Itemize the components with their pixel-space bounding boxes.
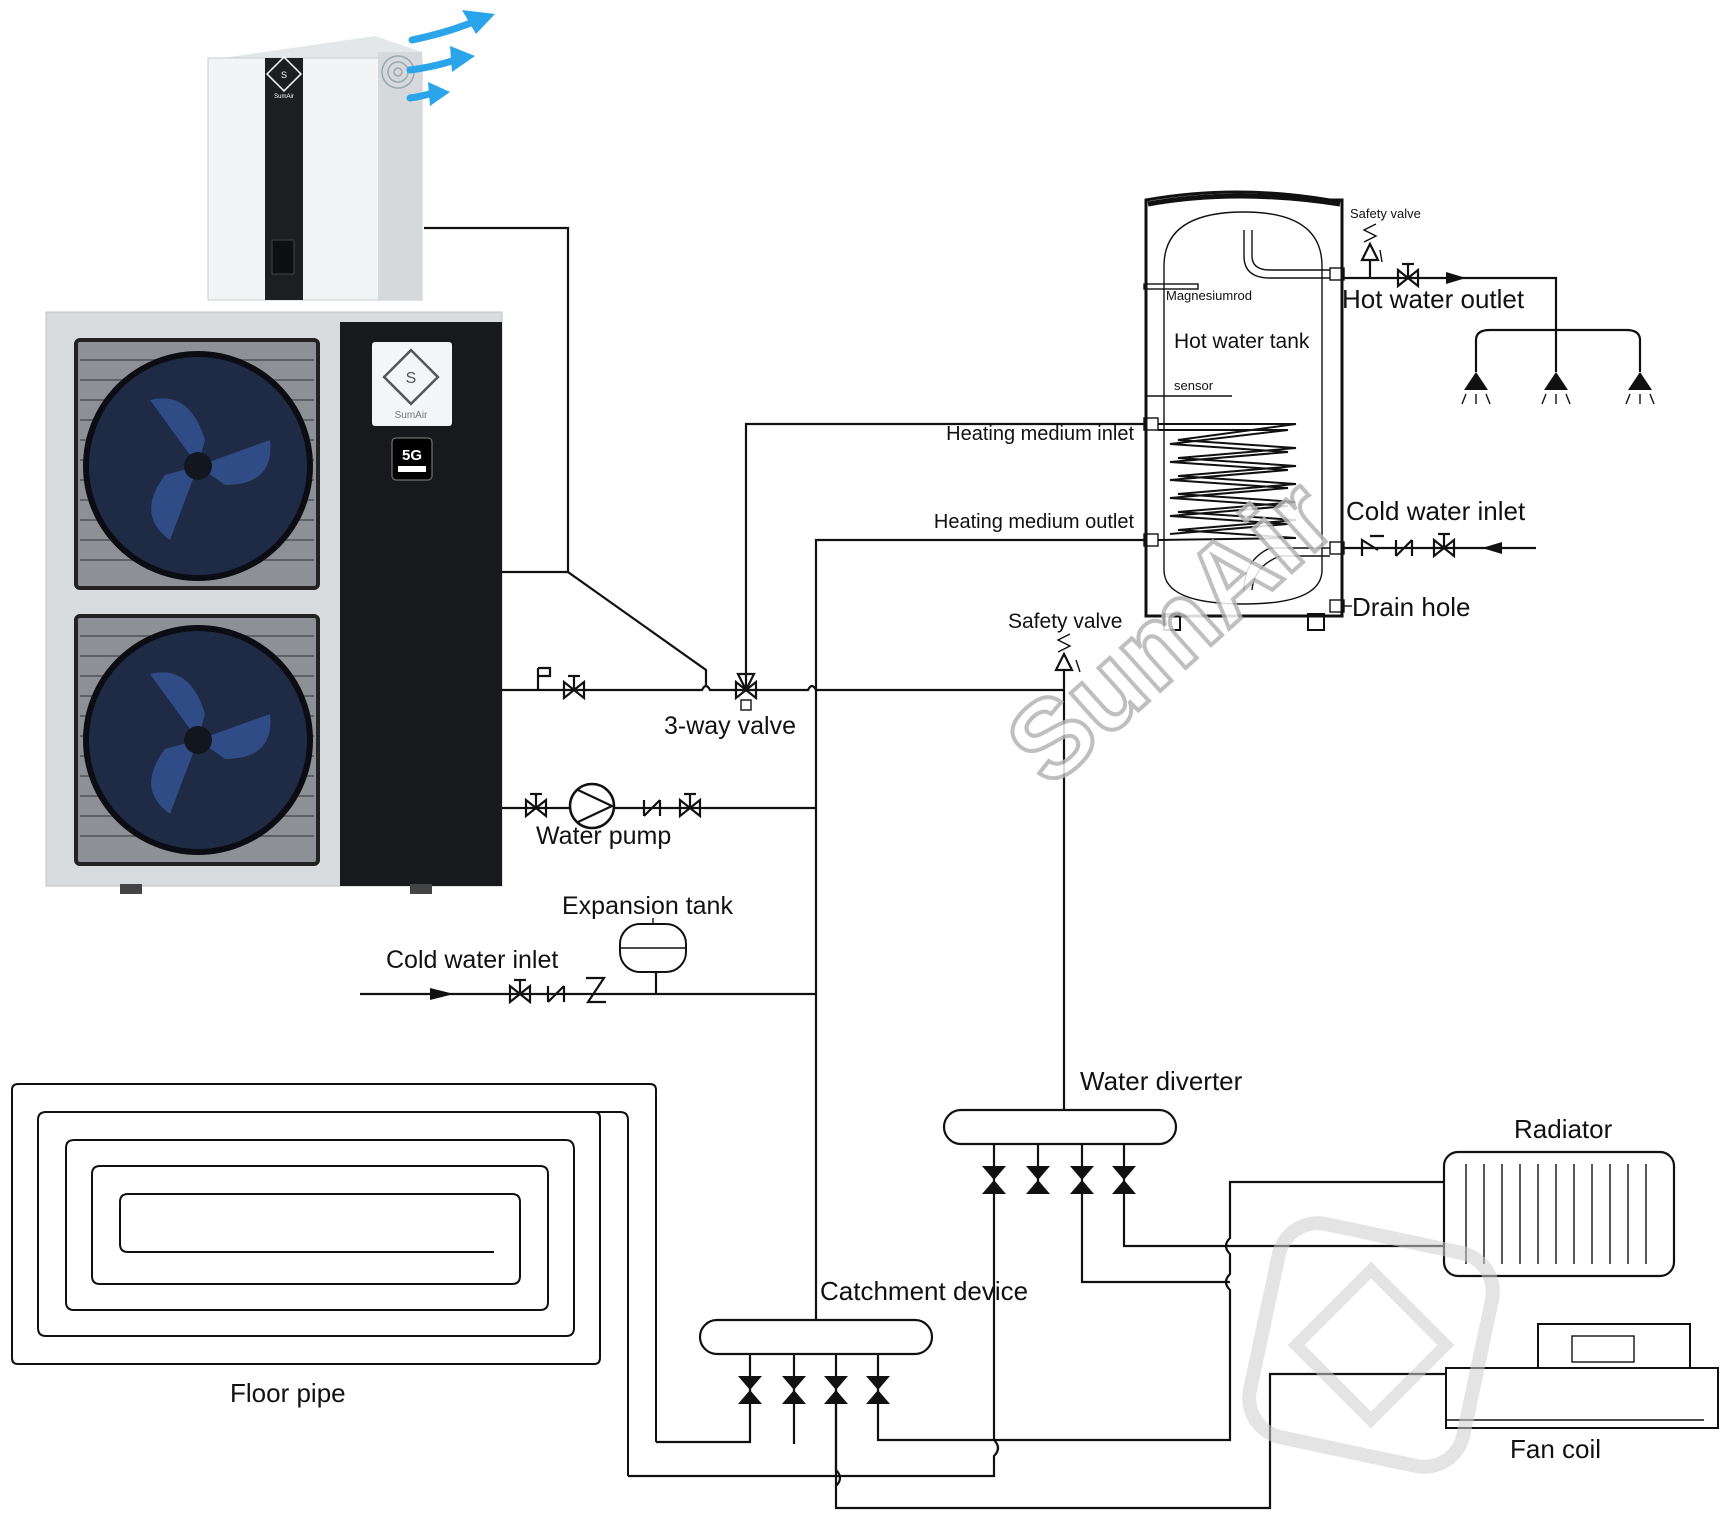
safety-valve-tank-icon[interactable] xyxy=(1360,223,1383,263)
shower-head-icon xyxy=(1461,372,1491,405)
svg-text:SumAir: SumAir xyxy=(274,94,294,100)
catchment-valve-icon xyxy=(738,1376,890,1404)
svg-text:S: S xyxy=(281,70,287,80)
piping xyxy=(360,226,1146,1328)
gate-valve-icon xyxy=(562,674,586,701)
hot-water-outlet-piping xyxy=(1344,260,1642,372)
gate-valve-icon xyxy=(524,792,548,819)
safety-valve-tank-label: Safety valve xyxy=(1350,206,1421,221)
expansion-tank-icon xyxy=(619,918,687,973)
water-pump-icon[interactable] xyxy=(568,782,616,830)
gate-valve-icon xyxy=(1396,262,1420,289)
flow-arrow-icon xyxy=(430,988,454,1000)
shower-head-icon xyxy=(1541,372,1571,405)
floor-pipe-label: Floor pipe xyxy=(230,1378,346,1408)
catchment-device-label: Catchment device xyxy=(820,1276,1028,1306)
gate-valve-icon xyxy=(508,978,532,1005)
water-pump-label: Water pump xyxy=(536,822,671,850)
cold-water-inlet-tank-label: Cold water inlet xyxy=(1346,496,1526,526)
hot-water-tank-label: Hot water tank xyxy=(1174,330,1310,353)
gate-valve-icon xyxy=(1432,532,1456,559)
logo-watermark-icon xyxy=(1242,1216,1500,1474)
safety-valve-system-label: Safety valve xyxy=(1008,610,1122,633)
outdoor-fan-bottom xyxy=(74,614,320,866)
water-diverter-label: Water diverter xyxy=(1080,1066,1243,1096)
catchment-device xyxy=(628,1318,1000,1487)
pressure-reducing-valve-icon xyxy=(585,976,607,1004)
fan-coil-icon xyxy=(1445,1323,1719,1429)
check-valve-icon xyxy=(642,799,662,817)
fan-coil-label: Fan coil xyxy=(1510,1434,1601,1464)
heating-medium-outlet-label: Heating medium outlet xyxy=(934,511,1135,533)
indoor-unit-logo: S SumAir xyxy=(265,55,303,100)
radiator-label: Radiator xyxy=(1514,1114,1613,1144)
water-diverter xyxy=(942,1108,1230,1440)
drain-hole-label: Drain hole xyxy=(1352,592,1471,622)
check-valve-icon xyxy=(1394,539,1414,557)
diverter-valve-icon xyxy=(982,1166,1136,1194)
hot-water-outlet-label: Hot water outlet xyxy=(1342,284,1525,314)
heating-coil-icon xyxy=(1157,423,1297,541)
airflow-arrows-icon xyxy=(406,10,495,106)
floor-pipe-icon xyxy=(11,1083,657,1476)
safety-valve-icon[interactable] xyxy=(1054,633,1081,673)
three-way-valve-label: 3-way valve xyxy=(664,712,796,740)
cold-water-inlet-main-label: Cold water inlet xyxy=(386,946,558,974)
svg-text:5G: 5G xyxy=(402,447,422,464)
outdoor-unit: S SumAir 5G xyxy=(45,311,503,894)
svg-text:S: S xyxy=(406,370,417,387)
check-valve-icon xyxy=(546,985,566,1003)
svg-text:SumAir: SumAir xyxy=(395,410,428,421)
gate-valve-icon xyxy=(678,792,702,819)
pressure-reducing-valve-icon xyxy=(1360,534,1384,556)
three-way-valve-icon[interactable] xyxy=(734,672,758,711)
outdoor-fan-top xyxy=(74,338,320,590)
heating-medium-inlet-label: Heating medium inlet xyxy=(946,423,1134,445)
flow-switch-icon xyxy=(536,666,552,690)
outdoor-unit-logo: S SumAir xyxy=(372,342,452,426)
magnesium-rod-label: Magnesiumrod xyxy=(1166,288,1252,303)
expansion-tank-label: Expansion tank xyxy=(562,892,733,920)
5g-badge: 5G xyxy=(391,437,433,481)
sensor-label: sensor xyxy=(1174,378,1214,393)
shower-head-icon xyxy=(1625,372,1655,405)
indoor-unit: S SumAir xyxy=(207,10,495,301)
